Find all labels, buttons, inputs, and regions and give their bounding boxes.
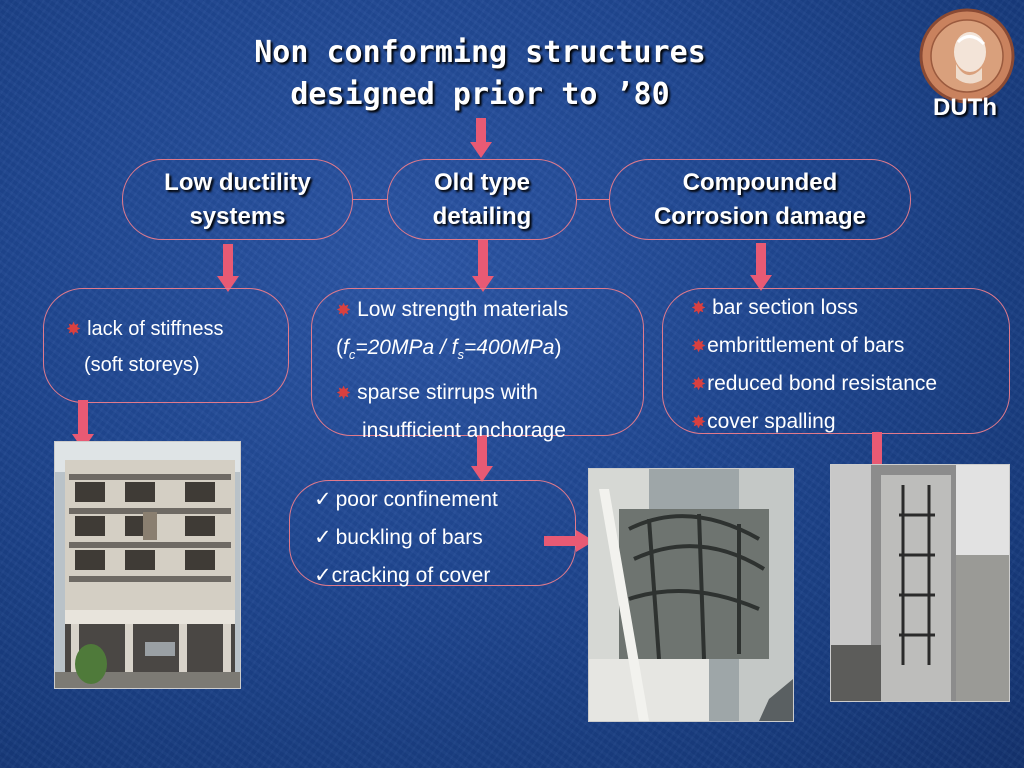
middle-item-3-continued: insufficient anchorage: [362, 419, 566, 443]
title-line-2: designed prior to ’80: [290, 77, 670, 112]
right-item-2: ✸embrittlement of bars: [691, 334, 905, 357]
consequence-item-1: ✓poor confinement: [314, 488, 498, 511]
consequence-photo-arrow: [544, 530, 594, 552]
right-down-arrow: [750, 243, 772, 291]
middle-item-3: ✸sparse stirrups with: [336, 381, 538, 405]
title-line-1: Non conforming structures: [254, 35, 706, 70]
connector-left: [353, 199, 387, 200]
photo-soft-storey-building: [54, 441, 241, 689]
red-star-bullet-icon: ✸: [336, 300, 352, 320]
right-item-1: ✸bar section loss: [691, 296, 858, 319]
red-star-bullet-icon: ✸: [691, 336, 707, 356]
middle-lower-arrow: [471, 436, 493, 482]
red-star-bullet-icon: ✸: [691, 298, 707, 318]
header-left-line-2: systems: [189, 202, 286, 230]
header-middle-line-1: Old type: [433, 168, 530, 196]
photo-damaged-joint: [588, 468, 794, 722]
right-item-4: ✸cover spalling: [691, 410, 836, 433]
header-old-type-detailing: Old type detailing: [387, 159, 577, 240]
connector-right: [577, 199, 609, 200]
header-right-line-2: Corrosion damage: [653, 202, 867, 230]
checkmark-icon: ✓: [314, 564, 332, 587]
photo-corroded-column: [830, 464, 1010, 702]
red-star-bullet-icon: ✸: [66, 319, 82, 339]
title-down-arrow: [470, 118, 492, 158]
header-corrosion-damage: Compounded Corrosion damage: [609, 159, 911, 240]
checkmark-icon: ✓: [314, 526, 332, 549]
left-item-2: (soft storeys): [84, 354, 200, 376]
middle-item-1: ✸Low strength materials: [336, 298, 569, 321]
right-content-box: ✸bar section loss ✸embrittlement of bars…: [662, 288, 1010, 434]
consequence-box: ✓poor confinement ✓buckling of bars ✓cra…: [289, 480, 576, 587]
university-seal-icon: [919, 8, 1015, 104]
consequence-item-3: ✓cracking of cover: [314, 564, 491, 587]
consequence-item-2: ✓buckling of bars: [314, 526, 483, 549]
slide-title: Non conforming structures designed prior…: [200, 32, 760, 116]
logo-text: DUTh: [933, 94, 997, 121]
header-low-ductility: Low ductility systems: [122, 159, 353, 240]
red-star-bullet-icon: ✸: [691, 374, 707, 394]
checkmark-icon: ✓: [314, 488, 332, 511]
middle-content-box: ✸Low strength materials (fc=20MPa / fs=4…: [311, 288, 644, 442]
red-star-bullet-icon: ✸: [336, 383, 352, 404]
left-down-arrow: [217, 244, 239, 292]
middle-down-arrow: [472, 240, 494, 292]
right-item-3: ✸reduced bond resistance: [691, 372, 938, 395]
header-middle-line-2: detailing: [432, 202, 532, 230]
header-right-line-1: Compounded: [682, 168, 838, 196]
red-star-bullet-icon: ✸: [691, 412, 707, 432]
left-item-1: ✸lack of stiffness: [66, 318, 224, 340]
middle-item-2: (fc=20MPa / fs=400MPa): [336, 336, 562, 363]
header-left-line-1: Low ductility: [164, 168, 311, 196]
left-content-box: ✸lack of stiffness (soft storeys): [43, 288, 289, 403]
